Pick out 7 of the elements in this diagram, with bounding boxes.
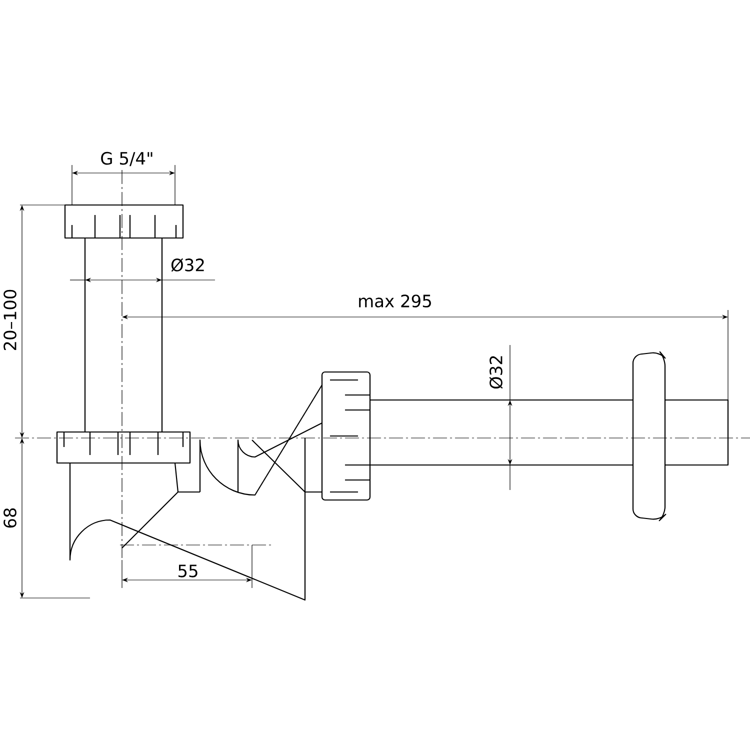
dimension-label: 68 (4, 508, 16, 528)
dimension-label: G 5/4" (101, 152, 152, 166)
dimension-label: 20–100 (4, 290, 16, 350)
dimension-label: Ø32 (489, 356, 503, 389)
dimension-label: Ø32 (171, 258, 204, 272)
dimension-label: 55 (178, 564, 198, 578)
dimension-label: max 295 (359, 294, 431, 308)
